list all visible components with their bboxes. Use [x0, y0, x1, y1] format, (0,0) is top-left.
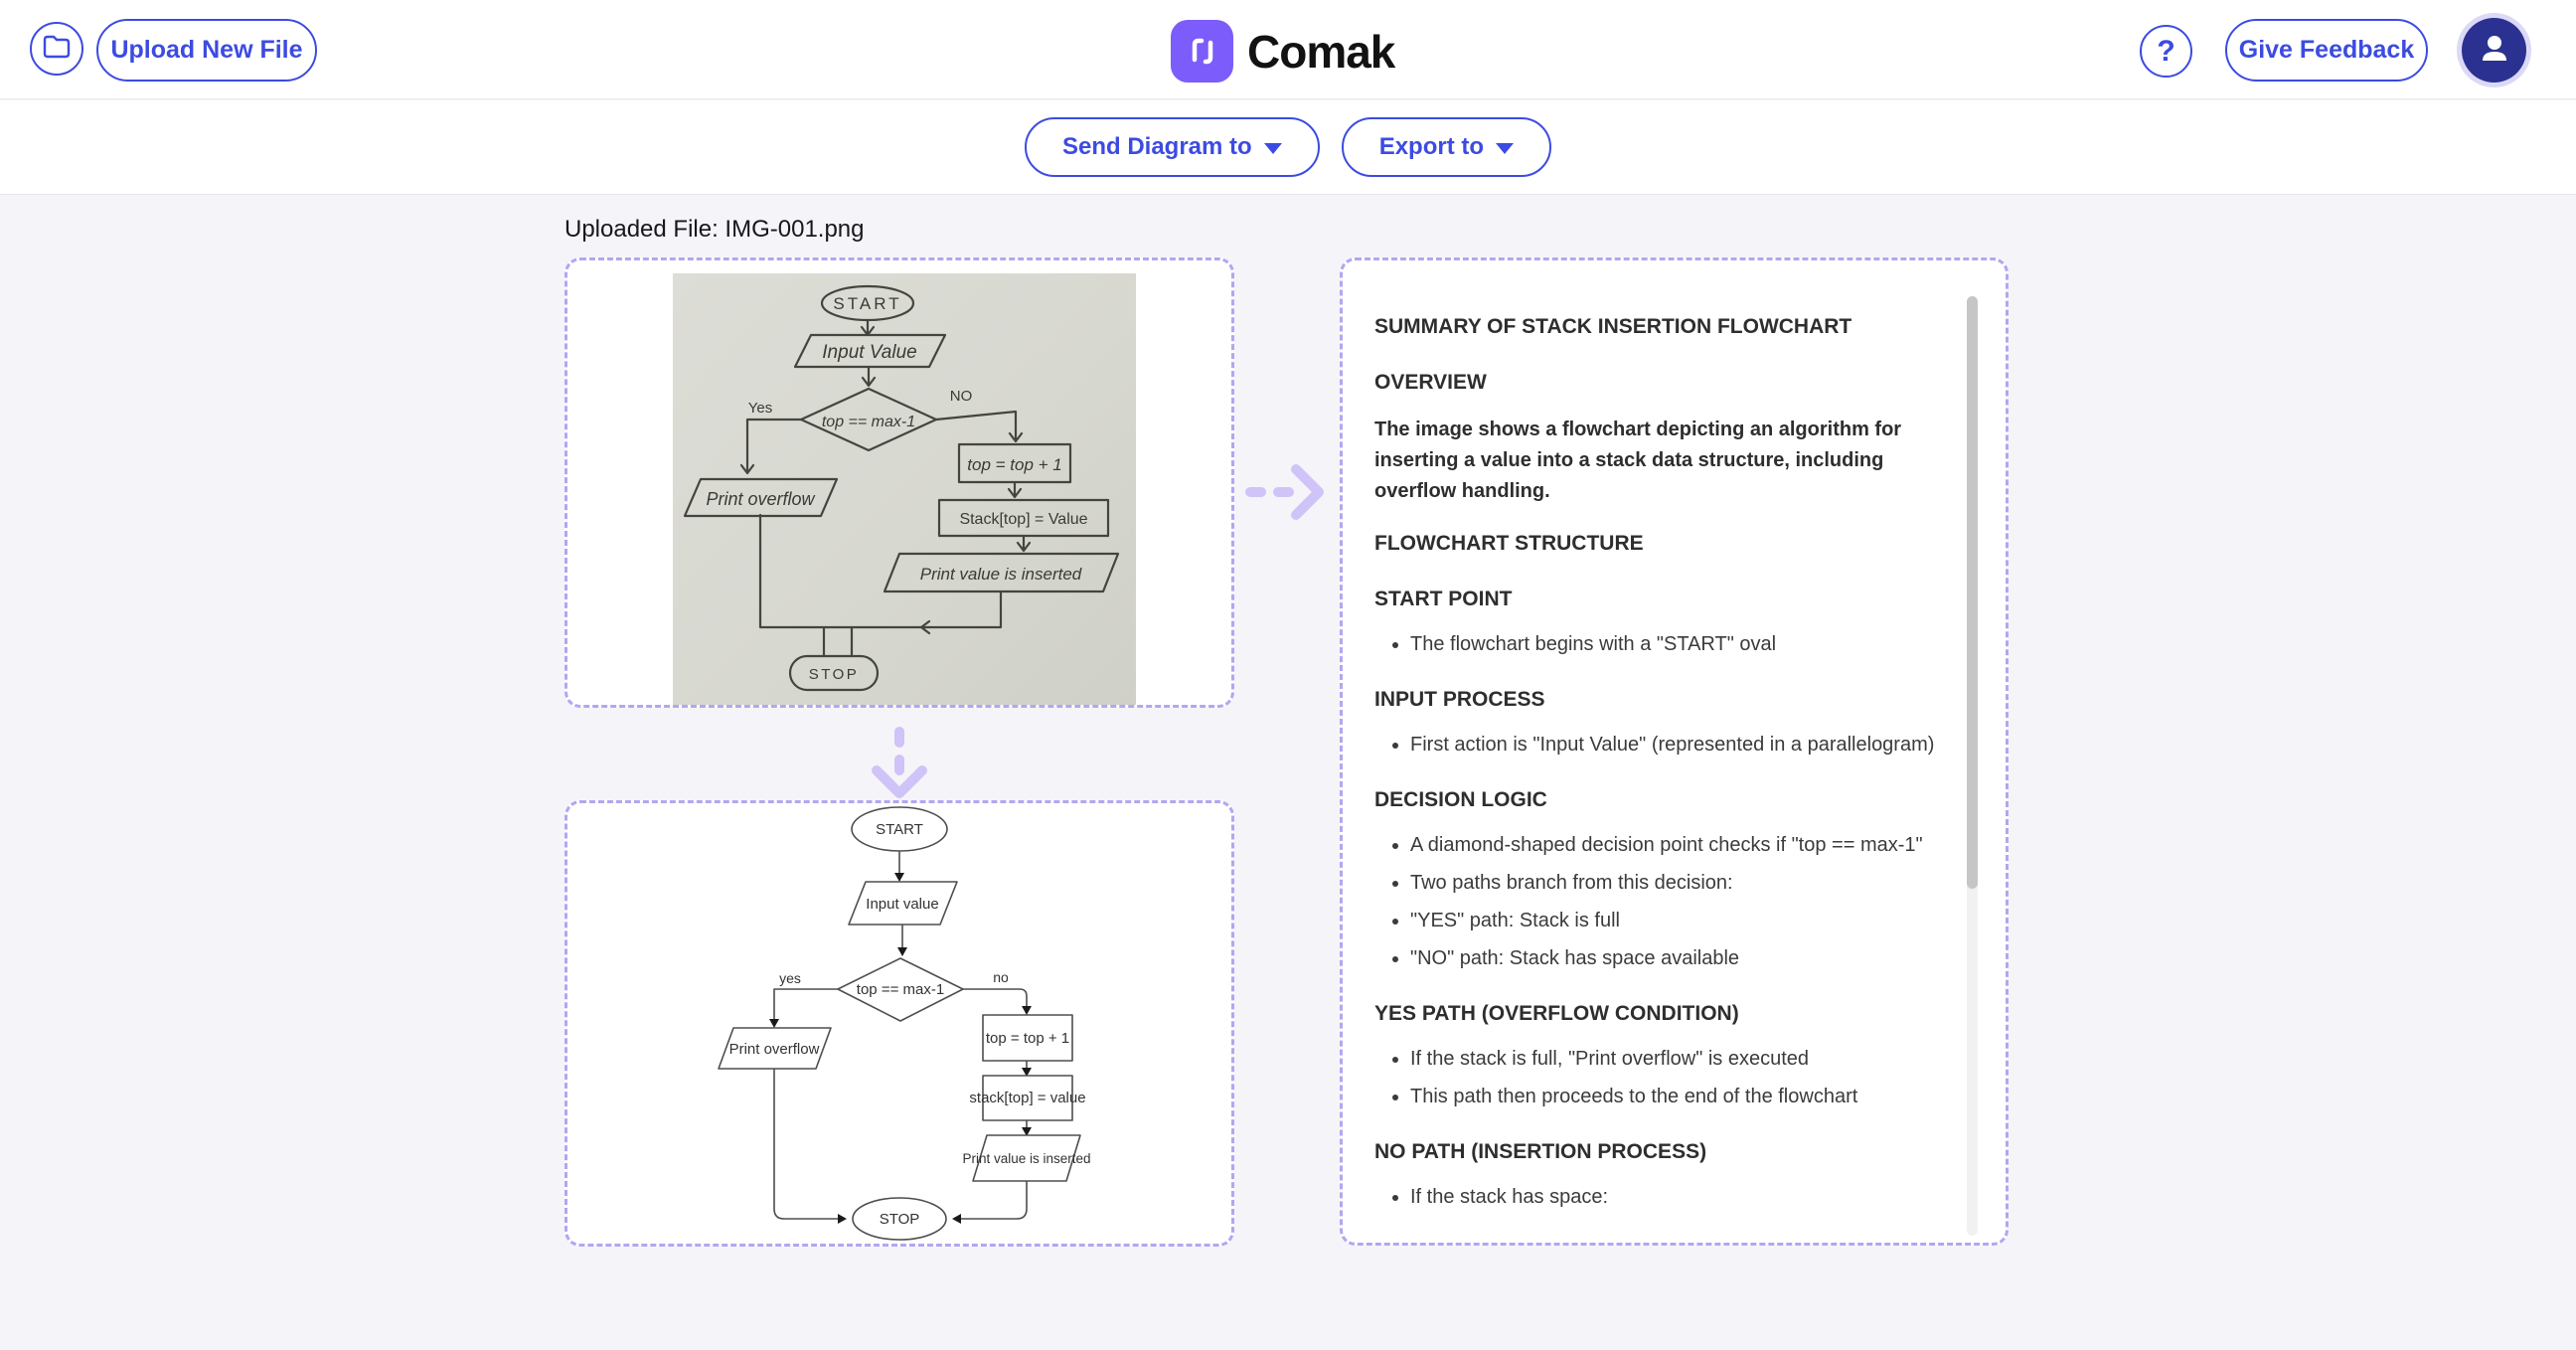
summary-bullet-list: If the stack is full, "Print overflow" i… — [1374, 1040, 1971, 1115]
brand-logo-icon — [1171, 20, 1233, 83]
summary-scrollbar-thumb[interactable] — [1967, 296, 1978, 889]
send-diagram-to-label: Send Diagram to — [1061, 133, 1252, 160]
transform-down-arrow — [872, 727, 927, 798]
summary-bullet: A diamond-shaped decision point checks i… — [1410, 826, 1971, 864]
question-mark-icon: ? — [2157, 34, 2175, 68]
summary-heading: SUMMARY OF STACK INSERTION FLOWCHART — [1374, 315, 1852, 338]
summary-heading: YES PATH (OVERFLOW CONDITION) — [1374, 1002, 1739, 1025]
rendered-overflow-label: Print overflow — [729, 1041, 820, 1058]
summary-content: SUMMARY OF STACK INSERTION FLOWCHART OVER… — [1374, 308, 1971, 1243]
send-diagram-to-dropdown[interactable]: Send Diagram to — [1024, 117, 1320, 177]
summary-bullet: This path then proceeds to the end of th… — [1410, 1078, 1971, 1115]
export-to-label: Export to — [1378, 133, 1485, 160]
summary-panel: SUMMARY OF STACK INSERTION FLOWCHART OVER… — [1340, 257, 2009, 1246]
app-header: Upload New File Comak ? Give Feedback — [0, 0, 2576, 99]
summary-paragraph: The image shows a flowchart depicting an… — [1374, 419, 1902, 502]
sketch-input-label: Input Value — [822, 342, 916, 363]
folder-icon — [43, 35, 71, 64]
generated-diagram-card: START Input value top == max-1 yes no Pr… — [564, 800, 1234, 1247]
rendered-assign-label: stack[top] = value — [969, 1090, 1085, 1106]
file-manager-button[interactable] — [30, 22, 83, 76]
sketch-increment-label: top = top + 1 — [967, 455, 1061, 474]
sketch-assign-label: Stack[top] = Value — [959, 511, 1087, 528]
chevron-down-icon — [1496, 143, 1515, 154]
rendered-inserted-label: Print value is inserted — [962, 1151, 1090, 1166]
sketch-yes-label: Yes — [748, 400, 772, 417]
brand-name: Comak — [1247, 25, 1395, 78]
person-icon — [2475, 28, 2514, 73]
summary-bullet: "YES" path: Stack is full — [1410, 902, 1971, 939]
summary-scrollbar-track — [1967, 296, 1978, 1236]
upload-new-file-button[interactable]: Upload New File — [96, 19, 317, 82]
diagram-toolbar: Send Diagram to Export to — [0, 100, 2576, 195]
summary-bullet: Two paths branch from this decision: — [1410, 864, 1971, 902]
summary-bullet: First action is "Input Value" (represent… — [1410, 726, 1971, 763]
summary-bullet-list: A diamond-shaped decision point checks i… — [1374, 826, 1971, 977]
summary-bullet: If the stack has space: — [1410, 1178, 1971, 1216]
user-avatar[interactable] — [2462, 18, 2526, 83]
summary-bullet-list: The flowchart begins with a "START" oval — [1374, 625, 1971, 663]
summary-heading: OVERVIEW — [1374, 371, 1487, 394]
sketch-stop-label: STOP — [809, 666, 860, 683]
uploaded-image-card: START Input Value top == max-1 Yes NO Pr… — [564, 257, 1234, 708]
help-button[interactable]: ? — [2140, 25, 2192, 78]
rendered-input-label: Input value — [866, 896, 938, 913]
summary-bullet-list: If the stack has space: — [1374, 1178, 1971, 1216]
uploaded-file-label: Uploaded File: IMG-001.png — [564, 216, 865, 243]
brand: Comak — [1171, 20, 1395, 83]
summary-bullet: If the stack is full, "Print overflow" i… — [1410, 1040, 1971, 1078]
summary-heading: START POINT — [1374, 588, 1513, 610]
give-feedback-button[interactable]: Give Feedback — [2225, 19, 2428, 82]
summary-heading: FLOWCHART STRUCTURE — [1374, 532, 1644, 555]
rendered-yes-label: yes — [779, 970, 801, 986]
summary-heading: INPUT PROCESS — [1374, 688, 1545, 711]
sketch-overflow-label: Print overflow — [706, 489, 815, 509]
rendered-flowchart: START Input value top == max-1 yes no Pr… — [718, 806, 1091, 1241]
sketch-start-label: START — [833, 294, 901, 313]
sketch-inserted-label: Print value is inserted — [920, 565, 1082, 584]
sketch-flowchart: START Input Value top == max-1 Yes NO Pr… — [683, 284, 1120, 692]
rendered-stop-label: STOP — [880, 1211, 920, 1228]
rendered-increment-label: top = top + 1 — [986, 1030, 1069, 1047]
summary-bullet: "NO" path: Stack has space available — [1410, 939, 1971, 977]
sketch-decision-label: top == max-1 — [822, 414, 915, 430]
summary-bullet: The flowchart begins with a "START" oval — [1410, 625, 1971, 663]
export-to-dropdown[interactable]: Export to — [1341, 117, 1552, 177]
summary-bullet-list: First action is "Input Value" (represent… — [1374, 726, 1971, 763]
rendered-decision-label: top == max-1 — [857, 981, 944, 998]
chevron-down-icon — [1263, 143, 1282, 154]
transform-right-arrow — [1245, 464, 1324, 520]
rendered-no-label: no — [993, 969, 1009, 985]
summary-heading: DECISION LOGIC — [1374, 788, 1547, 811]
rendered-start-label: START — [876, 821, 923, 838]
uploaded-sketch-photo: START Input Value top == max-1 Yes NO Pr… — [673, 273, 1136, 705]
summary-heading: NO PATH (INSERTION PROCESS) — [1374, 1140, 1707, 1163]
sketch-no-label: NO — [950, 388, 973, 405]
